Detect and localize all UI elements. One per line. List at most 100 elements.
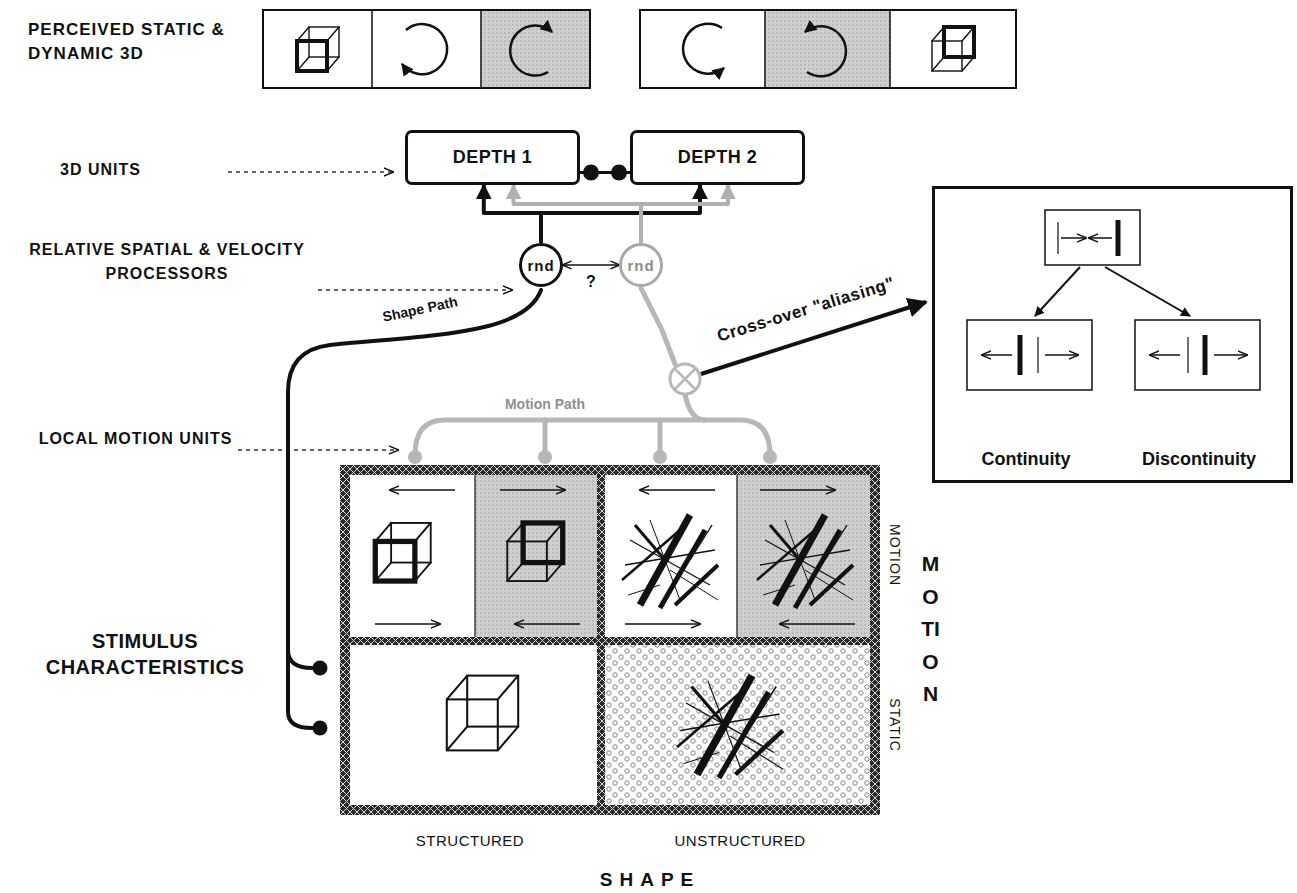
drawing-rect	[350, 475, 597, 637]
drawing-path	[390, 489, 455, 491]
perceived-left-strip	[263, 10, 590, 88]
level-label: LOCAL MOTION UNITS	[38, 427, 233, 451]
drawing-circle	[313, 721, 328, 736]
drawing-rect	[765, 11, 890, 87]
drawing-use	[932, 27, 974, 71]
drawing-rect	[605, 645, 870, 805]
depth-unit-box: DEPTH 1	[405, 130, 580, 185]
axis-title: MOTION	[920, 548, 941, 711]
axis-label: MOTION	[887, 524, 903, 586]
axis-label: STATIC	[887, 698, 903, 752]
level-label: PERCEIVED STATIC & DYNAMIC 3D	[28, 18, 243, 66]
depth-unit-box: DEPTH 2	[630, 130, 805, 185]
connector	[641, 185, 728, 243]
drawing-rect	[605, 645, 870, 805]
path-label: Motion Path	[505, 396, 585, 412]
drawing-circle	[653, 450, 667, 464]
drawing-path	[675, 369, 695, 389]
drawing-g	[375, 490, 855, 624]
drawing-path	[685, 394, 705, 420]
drawing-rect	[263, 10, 590, 88]
drawing-path	[1061, 237, 1086, 239]
drawing-circle	[408, 450, 422, 464]
drawing-path	[1057, 222, 1058, 254]
drawing-path	[515, 623, 580, 625]
drawing-path	[1035, 267, 1080, 316]
axis-label: STRUCTURED	[416, 832, 524, 849]
drawing-use	[375, 523, 430, 581]
drawing-use	[297, 27, 339, 71]
axis-label: UNSTRUCTURED	[675, 832, 806, 849]
drawing-path	[415, 420, 770, 455]
drawing-path	[500, 489, 565, 491]
drawing-path	[805, 26, 846, 76]
processor-circle: rnd	[619, 243, 663, 287]
motion-path	[415, 288, 770, 455]
drawing-path	[780, 623, 855, 625]
edge-label: ?	[584, 273, 598, 291]
node-label: rnd	[627, 257, 654, 274]
node-label: rnd	[527, 257, 554, 274]
axis-title: SHAPE	[600, 869, 700, 891]
connector	[541, 185, 700, 243]
drawing-rect	[475, 475, 597, 637]
drawing-rect	[1135, 320, 1260, 390]
drawing-rect	[481, 11, 589, 87]
drawing-circle	[313, 661, 328, 676]
panel-caption: Continuity	[941, 449, 1111, 470]
drawing-path	[1105, 267, 1190, 316]
drawing-path	[1037, 337, 1038, 373]
inset-illustration	[967, 210, 1260, 390]
node-label: DEPTH 2	[678, 147, 758, 168]
drawing-rect	[640, 10, 1016, 88]
drawing-circle	[670, 364, 700, 394]
drawing-path	[640, 489, 715, 491]
drawing-path	[1116, 220, 1121, 256]
perceived-right-strip	[640, 10, 1016, 88]
drawing-circle	[763, 450, 777, 464]
crossover-inset-box: ContinuityDiscontinuity	[932, 186, 1293, 483]
drawing-path	[318, 289, 512, 291]
inhibitory-dot	[583, 165, 599, 181]
drawing-path	[1150, 354, 1180, 356]
drawing-use	[622, 515, 718, 608]
shape-path-ends	[313, 661, 328, 736]
drawing-use	[677, 676, 783, 778]
connector	[514, 185, 642, 243]
node-label: DEPTH 1	[453, 147, 533, 168]
pointer-arrows	[228, 172, 512, 450]
drawing-path	[683, 24, 724, 74]
connector	[563, 264, 619, 266]
drawing-path	[1214, 354, 1247, 356]
drawing-path	[372, 10, 481, 88]
level-label: STIMULUS CHARACTERISTICS	[10, 628, 280, 680]
drawing-path	[1089, 237, 1112, 239]
motion-unit-dots	[408, 450, 777, 464]
drawing-circle	[538, 450, 552, 464]
drawing-path	[228, 171, 393, 173]
path-label: Cross-over "aliasing"	[715, 273, 897, 346]
drawing-path	[510, 26, 552, 76]
level-label: RELATIVE SPATIAL & VELOCITY PROCESSORS	[22, 238, 312, 286]
drawing-path	[760, 489, 835, 491]
drawing-path	[475, 475, 737, 637]
drawing-path	[641, 288, 675, 364]
drawing-use	[757, 515, 853, 608]
drawing-path	[1187, 337, 1188, 373]
drawing-use	[507, 523, 562, 581]
drawing-rect	[340, 465, 880, 815]
processor-circle: rnd	[519, 243, 563, 287]
caption-row: ContinuityDiscontinuity	[941, 449, 1284, 470]
drawing-path	[1018, 335, 1023, 375]
drawing-path	[625, 623, 700, 625]
path-label: Shape Path	[381, 293, 459, 325]
drawing-path	[1045, 354, 1078, 356]
drawing-rect	[1045, 210, 1140, 265]
panel-caption: Discontinuity	[1114, 449, 1284, 470]
level-label: 3D UNITS	[60, 161, 220, 179]
drawing-rect	[350, 645, 597, 805]
stimulus-grid	[340, 465, 880, 815]
drawing-path	[288, 650, 312, 728]
drawing-rect	[737, 475, 870, 637]
drawing-path	[402, 24, 447, 74]
